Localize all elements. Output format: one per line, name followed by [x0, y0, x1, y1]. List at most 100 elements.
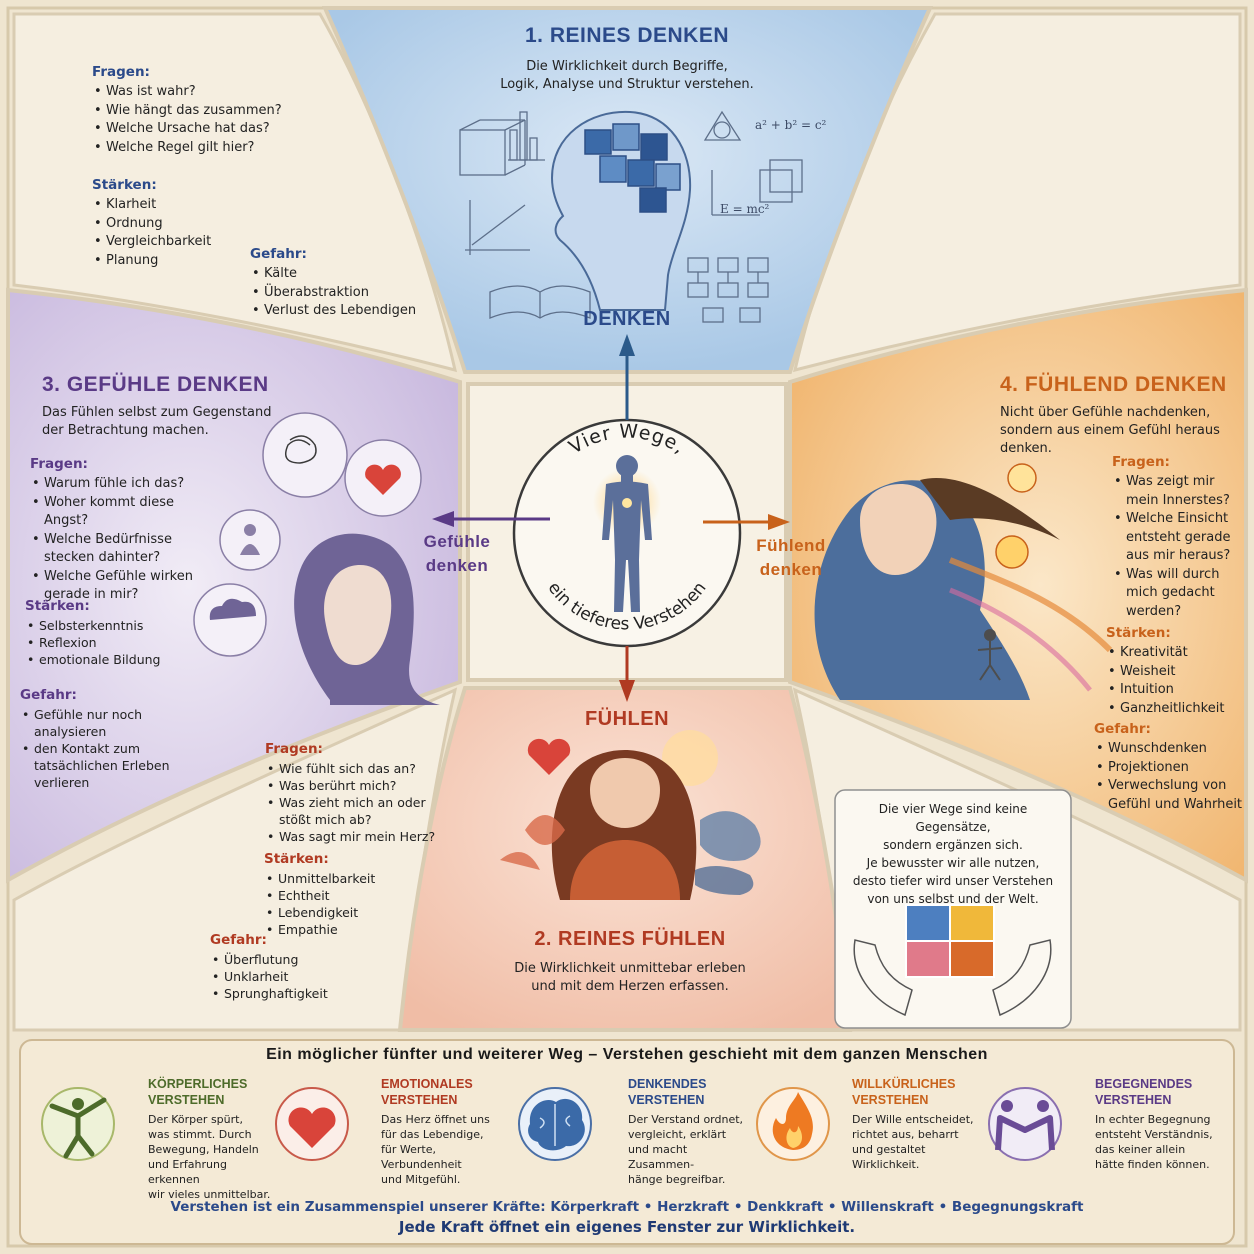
list-item: Ordnung: [92, 215, 292, 234]
q2-danger-list: Überflutung Unklarheit Sprunghaftigkeit: [210, 951, 370, 1002]
questions-heading: Fragen:: [92, 64, 150, 80]
q1-strengths: Stärken: Klarheit Ordnung Vergleichbarke…: [92, 177, 292, 270]
list-item: Verlust des Lebendigen: [250, 302, 450, 321]
list-item: Welche Ursache hat das?: [92, 120, 392, 139]
card-text: In echter Begegnung entsteht Verständnis…: [1095, 1112, 1223, 1172]
q4-strength-list: Kreativität Weisheit Intuition Ganzheitl…: [1106, 644, 1241, 718]
list-item: Lebendigkeit: [264, 904, 424, 921]
q1-subtitle-line: Die Wirklichkeit durch Begriffe,: [526, 59, 728, 74]
label-denken: DENKEN: [583, 308, 671, 330]
label-gefuehle-denken: Gefühle denken: [412, 530, 502, 578]
list-item: Was zeigt mir mein Innerstes?: [1112, 473, 1237, 510]
list-item: Klarheit: [92, 196, 292, 215]
danger-heading: Gefahr:: [1094, 721, 1151, 737]
q2-subtitle-line: Die Wirklichkeit unmittebar erleben: [514, 961, 746, 976]
q2-questions: Fragen: Wie fühlt sich das an? Was berüh…: [265, 741, 455, 845]
card-text-line: Das Herz öffnet uns: [381, 1113, 490, 1126]
arrow-up-denken: [619, 334, 635, 420]
q3-questions: Fragen: Warum fühle ich das? Woher kommt…: [30, 456, 205, 605]
list-item: Vergleichbarkeit: [92, 233, 292, 252]
danger-heading: Gefahr:: [20, 687, 77, 703]
list-item: Projektionen: [1094, 759, 1244, 778]
card-title: DENKENDES VERSTEHEN: [628, 1076, 748, 1108]
list-item: Was ist wahr?: [92, 83, 392, 102]
center-figure-icon: [602, 455, 652, 612]
list-item: Planung: [92, 252, 292, 271]
formula-pythagoras: a² + b² = c²: [755, 118, 827, 132]
arrow-label-line: denken: [759, 560, 823, 579]
arrow-left-gefuehle: [432, 511, 550, 527]
q3-subtitle: Das Fühlen selbst zum Gegenstand der Bet…: [42, 404, 272, 440]
card-text-line: hätte finden können.: [1095, 1158, 1210, 1171]
list-item: Überabstraktion: [250, 284, 450, 303]
card-title-line: DENKENDES: [628, 1077, 707, 1091]
card-text-line: Bewegung, Handeln: [148, 1143, 259, 1156]
list-item: Welche Bedürfnisse stecken dahinter?: [30, 531, 205, 568]
q3-strengths: Stärken: Selbsterkenntnis Reflexion emot…: [25, 598, 205, 668]
card-title-line: KÖRPERLICHES: [148, 1077, 248, 1091]
card-text-line: für das Lebendige,: [381, 1128, 484, 1141]
card-text-line: Der Verstand ordnet,: [628, 1113, 744, 1126]
q2-strengths: Stärken: Unmittelbarkeit Echtheit Lebend…: [264, 851, 424, 938]
list-item: Woher kommt diese Angst?: [30, 494, 205, 531]
card-koerperlich: KÖRPERLICHES VERSTEHEN Der Körper spürt,…: [148, 1076, 273, 1202]
list-item: den Kontakt zum tatsächlichen Erleben ve…: [20, 740, 200, 791]
force-item: Begegnungskraft: [951, 1199, 1084, 1215]
card-title-line: VERSTEHEN: [852, 1093, 929, 1107]
force-item: Herzkraft: [657, 1199, 730, 1215]
card-title-line: VERSTEHEN: [1095, 1093, 1172, 1107]
force-item: Körperkraft: [550, 1199, 640, 1215]
list-item: Empathie: [264, 921, 424, 938]
q1-danger: Gefahr: Kälte Überabstraktion Verlust de…: [250, 246, 450, 321]
card-text-line: In echter Begegnung: [1095, 1113, 1211, 1126]
questions-heading: Fragen:: [30, 456, 88, 472]
card-text-line: richtet aus, beharrt: [852, 1128, 959, 1141]
q4-danger-list: Wunschdenken Projektionen Verwechslung v…: [1094, 740, 1244, 814]
card-title: WILLKÜRLICHES VERSTEHEN: [852, 1076, 980, 1108]
list-item: Wunschdenken: [1094, 740, 1244, 759]
list-item: Verwechslung von Gefühl und Wahrheit: [1094, 777, 1244, 814]
list-item: Weisheit: [1106, 663, 1241, 682]
q4-strengths: Stärken: Kreativität Weisheit Intuition …: [1106, 625, 1241, 718]
card-begegnend: BEGEGNENDES VERSTEHEN In echter Begegnun…: [1095, 1076, 1223, 1172]
list-item: Wie hängt das zusammen?: [92, 102, 392, 121]
card-text-line: entsteht Verständnis,: [1095, 1128, 1213, 1141]
q2-title: 2. REINES FÜHLEN: [534, 928, 726, 950]
q3-danger: Gefahr: Gefühle nur noch analysieren den…: [20, 687, 200, 791]
list-item: emotionale Bildung: [25, 651, 205, 668]
danger-heading: Gefahr:: [210, 932, 267, 948]
q2-strength-list: Unmittelbarkeit Echtheit Lebendigkeit Em…: [264, 870, 424, 938]
list-item: Welche Einsicht entsteht gerade aus mir …: [1112, 510, 1237, 566]
card-title-line: VERSTEHEN: [148, 1093, 225, 1107]
list-item: Unmittelbarkeit: [264, 870, 424, 887]
q1-title: 1. REINES DENKEN: [524, 24, 730, 47]
card-text-line: und Erfahrung erkennen: [148, 1158, 227, 1186]
card-text-line: für Werte, Verbundenheit: [381, 1143, 462, 1171]
reflecting-woman-illustration: [193, 412, 440, 705]
list-item: Was will durch mich gedacht werden?: [1112, 566, 1237, 622]
q4-question-list: Was zeigt mir mein Innerstes? Welche Ein…: [1112, 473, 1237, 621]
card-text: Der Körper spürt, was stimmt. Durch Bewe…: [148, 1112, 273, 1202]
card-text-line: hänge begreifbar.: [628, 1173, 726, 1186]
q2-question-list: Wie fühlt sich das an? Was berührt mich?…: [265, 760, 455, 845]
card-title-line: EMOTIONALES: [381, 1077, 473, 1091]
list-item: Was zieht mich an oder stößt mich ab?: [265, 794, 455, 828]
arrow-label-line: Fühlend: [756, 536, 826, 555]
list-item: Unklarheit: [210, 968, 370, 985]
feeling-woman-illustration: [500, 730, 761, 900]
q4-subtitle-line: sondern aus einem Gefühl heraus denken.: [1000, 423, 1220, 456]
strengths-heading: Stärken:: [92, 177, 157, 193]
note-line: Die vier Wege sind keine Gegensätze,: [878, 802, 1028, 834]
card-denkend: DENKENDES VERSTEHEN Der Verstand ordnet,…: [628, 1076, 748, 1187]
q1-subtitle-line: Logik, Analyse und Struktur verstehen.: [500, 77, 754, 92]
note-line: sondern ergänzen sich.: [883, 838, 1023, 852]
danger-heading: Gefahr:: [250, 246, 307, 262]
arc-bottom-text: ein tieferes Verstehen: [543, 578, 710, 634]
list-item: Was sagt mir mein Herz?: [265, 828, 455, 845]
card-willkuerlich: WILLKÜRLICHES VERSTEHEN Der Wille entsch…: [852, 1076, 980, 1172]
list-item: Welche Regel gilt hier?: [92, 139, 392, 158]
q3-subtitle-line: Das Fühlen selbst zum Gegenstand: [42, 405, 272, 420]
list-item: Reflexion: [25, 634, 205, 651]
note-line: Je bewusster wir alle nutzen,: [866, 856, 1040, 870]
